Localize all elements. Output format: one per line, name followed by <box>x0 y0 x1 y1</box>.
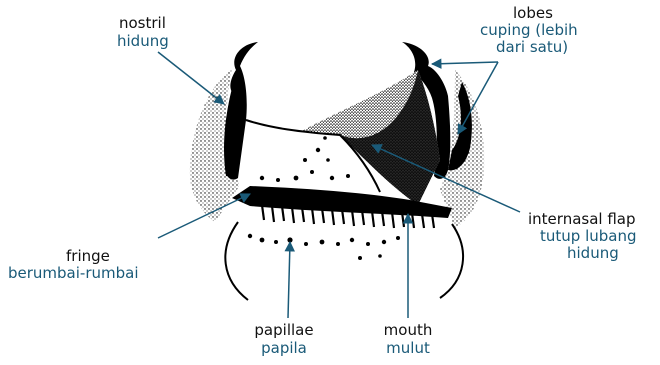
label-papillae-translation: papila <box>261 340 307 356</box>
label-mouth: mouth <box>384 322 433 338</box>
lower-papillae <box>248 234 400 260</box>
right-whisker <box>440 224 463 298</box>
nostril-leader <box>158 52 224 104</box>
left-whisker <box>225 222 248 300</box>
label-nostril-translation: hidung <box>117 33 169 49</box>
upper-papillae <box>260 136 350 182</box>
label-lobes: lobes <box>513 5 553 21</box>
papillae-leader <box>288 242 290 318</box>
label-internasal-flap-translation-line2: hidung <box>567 245 619 261</box>
label-lobes-translation-line2: dari satu) <box>496 39 568 55</box>
label-fringe-translation: berumbai-rumbai <box>8 265 139 281</box>
lobes-leader-left <box>432 62 498 64</box>
label-mouth-translation: mulut <box>386 340 430 356</box>
label-lobes-translation-line1: cuping (lebih <box>480 22 578 38</box>
label-papillae: papillae <box>254 322 313 338</box>
label-internasal-flap: internasal flap <box>528 211 636 227</box>
label-internasal-flap-translation-line1: tutup lubang <box>540 228 636 244</box>
label-nostril: nostril <box>119 15 166 31</box>
label-fringe: fringe <box>66 248 110 264</box>
